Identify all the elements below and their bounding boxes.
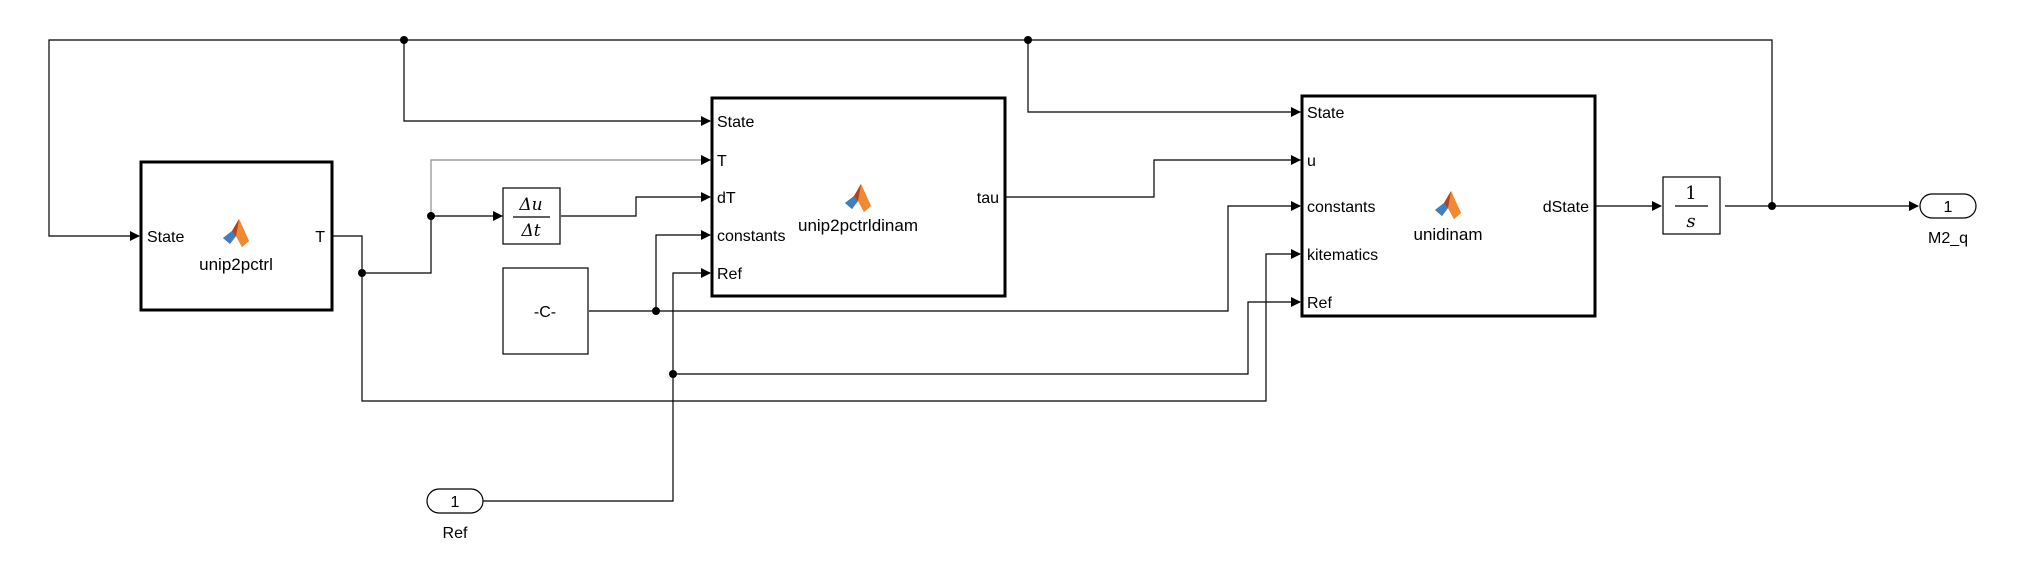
port-tau-label: tau [977, 190, 999, 207]
wire-state-to-unidinam[interactable] [1027, 40, 1301, 117]
outport-m2-q[interactable]: 1 M2_q [1919, 193, 1977, 247]
block-derivative[interactable]: Δu Δt [502, 187, 561, 245]
outport-name: M2_q [1928, 230, 1968, 247]
port-ref-label: Ref [1307, 295, 1332, 312]
integrator-numerator: 1 [1685, 183, 1696, 204]
inport-number: 1 [451, 494, 460, 511]
port-constants-label: constants [1307, 199, 1375, 216]
block-name: unip2pctrl [199, 255, 273, 274]
junction-dots [358, 36, 1776, 378]
block-unip2pctrldinam[interactable]: State T dT constants Ref tau unip2pctrld… [710, 96, 1007, 298]
inport-name: Ref [443, 525, 468, 542]
wire-const-out[interactable] [589, 201, 1301, 312]
port-kitematics-label: kitematics [1307, 247, 1378, 264]
block-constant[interactable]: -C- [502, 267, 589, 355]
port-state-label: State [147, 229, 184, 246]
wire-T-to-kitematics[interactable] [361, 249, 1301, 402]
port-u-label: u [1307, 153, 1316, 170]
port-state-label: State [1307, 105, 1344, 122]
port-T-label: T [717, 153, 727, 170]
wire-ctrl-T-out[interactable] [333, 211, 503, 274]
derivative-numerator: Δu [518, 195, 542, 215]
wire-T-to-dinam[interactable] [430, 155, 711, 216]
wire-ref-to-unidinam[interactable] [673, 297, 1301, 375]
port-dT-label: dT [717, 190, 736, 207]
port-state-label: State [717, 114, 754, 131]
wire-tau-to-u[interactable] [1006, 155, 1301, 198]
inport-ref[interactable]: 1 Ref [426, 488, 484, 542]
block-unip2pctrl[interactable]: State T unip2pctrl [139, 160, 334, 312]
constant-label: -C- [534, 304, 556, 321]
signal-lines [48, 39, 1919, 502]
block-name: unidinam [1414, 225, 1483, 244]
port-ref-label: Ref [717, 266, 742, 283]
port-T-label: T [315, 229, 325, 246]
wire-const-to-dinam[interactable] [655, 230, 711, 311]
outport-number: 1 [1944, 199, 1953, 216]
wire-deriv-to-dT[interactable] [561, 192, 711, 217]
derivative-denominator: Δt [520, 221, 540, 241]
wire-ref-in[interactable] [483, 268, 711, 502]
block-name: unip2pctrldinam [798, 216, 918, 235]
wire-state-feedback-top[interactable] [48, 39, 1773, 241]
block-integrator[interactable]: 1 s [1662, 176, 1721, 235]
integrator-denominator: s [1686, 211, 1695, 232]
port-dstate-label: dState [1543, 199, 1589, 216]
block-unidinam[interactable]: State u constants kitematics Ref dState … [1300, 94, 1597, 318]
wire-state-to-dinam[interactable] [403, 40, 711, 126]
port-constants-label: constants [717, 228, 785, 245]
